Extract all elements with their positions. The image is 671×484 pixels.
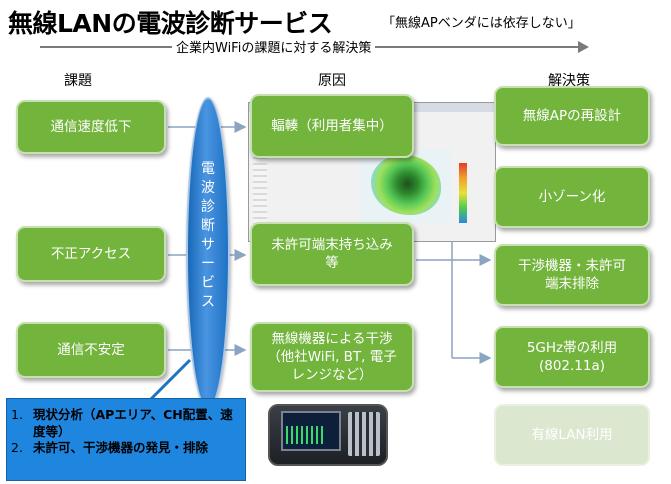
subtitle: 企業内WiFiの課題に対する解決策 [172, 37, 376, 56]
analyzer-keypad [348, 412, 380, 456]
connector-service-detail [148, 358, 192, 402]
service-detail-item: 1. 現状分析（APエリア、CH配置、速度等） [11, 407, 237, 440]
column-heading-issues: 課題 [64, 73, 92, 89]
cause-box-interference: 無線機器による干渉（他社WiFi, BT, 電子レンジなど） [250, 322, 414, 392]
column-heading-solutions: 解決策 [548, 73, 590, 89]
issue-box-unauthorized-access: 不正アクセス [16, 226, 166, 282]
signal-legend-strip [459, 163, 467, 223]
service-detail-item: 2. 未許可、干渉機器の発見・排除 [11, 440, 237, 457]
diagnosis-service-label: 電波診断サービス [201, 161, 215, 310]
cause-box-congestion: 輻輳（利用者集中） [250, 94, 414, 158]
issue-box-speed: 通信速度低下 [16, 100, 166, 154]
solution-box-small-zone: 小ゾーン化 [494, 166, 650, 228]
service-detail-text: 未許可、干渉機器の発見・排除 [33, 440, 209, 455]
service-detail-number: 2. [11, 440, 23, 455]
screenshot-side-panel [253, 133, 267, 233]
column-heading-causes: 原因 [318, 73, 346, 89]
page-title: 無線LANの電波診断サービス [8, 9, 333, 38]
solution-box-wired-lan: 有線LAN利用 [494, 404, 650, 466]
solution-box-remove-interference: 干渉機器・未許可端末排除 [494, 244, 650, 306]
service-details-box: 1. 現状分析（APエリア、CH配置、速度等） 2. 未許可、干渉機器の発見・排… [6, 398, 246, 481]
title-note: 「無線APベンダには依存しない」 [382, 16, 581, 31]
coverage-heatmap-blob [371, 155, 441, 215]
solution-box-ap-redesign: 無線APの再設計 [494, 86, 650, 146]
cause-box-unauthorized-devices: 未許可端末持ち込み等 [250, 222, 414, 286]
solution-box-5ghz: 5GHz帯の利用(802.11a) [494, 326, 650, 388]
issue-box-instability: 通信不安定 [16, 322, 166, 378]
subtitle-arrow-head [578, 41, 589, 53]
analyzer-spectrum-trace [286, 426, 326, 444]
service-detail-number: 1. [11, 407, 23, 422]
diagnosis-service-ellipse [186, 97, 230, 409]
service-detail-text: 現状分析（APエリア、CH配置、速度等） [33, 407, 233, 439]
